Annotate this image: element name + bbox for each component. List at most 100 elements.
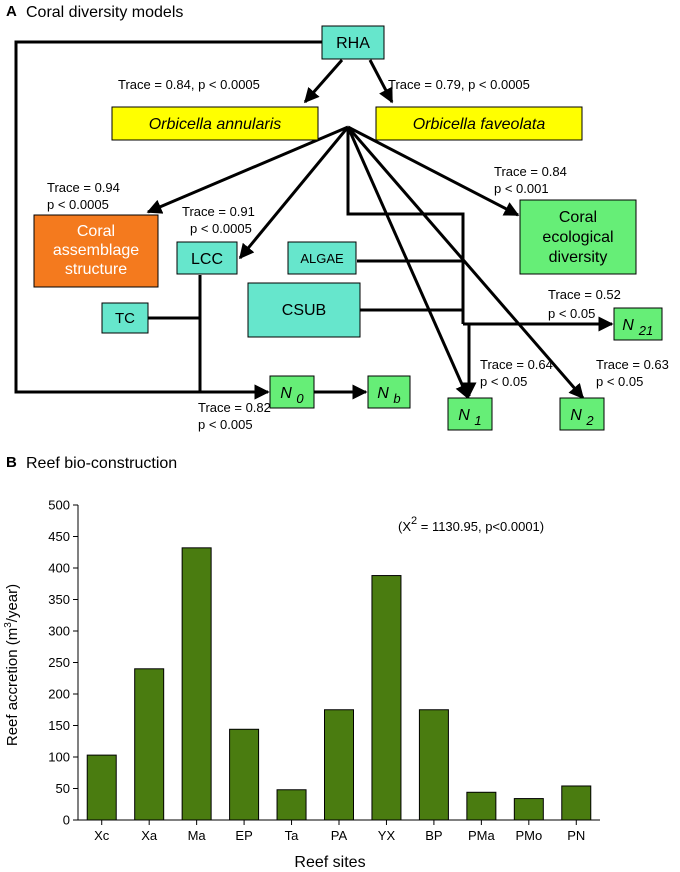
bar	[181, 547, 212, 821]
node-lcc[interactable]: LCC	[176, 241, 238, 275]
lcc-to-n0-arrow	[198, 275, 270, 400]
ylabel-sup: 3	[3, 622, 14, 628]
label-lcc-p: p < 0.0005	[190, 221, 252, 236]
bar	[418, 709, 449, 821]
node-tc[interactable]: TC	[101, 302, 149, 334]
label-n21-trace: Trace = 0.52	[548, 287, 621, 302]
bar	[324, 709, 354, 821]
label-n0-p: p < 0.005	[198, 417, 253, 432]
node-coral-assemblage-line1: Coral	[77, 223, 115, 240]
panel-a-title: Coral diversity models	[26, 4, 183, 21]
y-tick-label: 100	[48, 750, 70, 765]
x-tick-label: Xc	[94, 828, 110, 843]
node-coral-ecological-line2: ecological	[542, 229, 613, 246]
node-coral-assemblage[interactable]: Coral assemblage structure	[33, 214, 159, 288]
label-ecological-p: p < 0.001	[494, 181, 549, 196]
hub-to-lcc-arrow	[238, 126, 350, 260]
y-tick-label: 400	[48, 561, 70, 576]
label-n1-trace: Trace = 0.64	[480, 357, 553, 372]
bar	[561, 785, 592, 821]
annotation-sup: 2	[411, 515, 417, 527]
node-coral-ecological-line1: Coral	[559, 209, 597, 226]
annotation-post: = 1130.95, p<0.0001)	[417, 519, 544, 534]
x-tick-label: Ma	[188, 828, 207, 843]
label-rha-to-faveolata: Trace = 0.79, p < 0.0005	[388, 77, 530, 92]
bar	[371, 575, 402, 821]
label-n21-p: p < 0.05	[548, 306, 595, 321]
y-tick-label: 250	[48, 655, 70, 670]
bar	[86, 754, 117, 821]
y-tick-label: 0	[63, 813, 70, 828]
panel-a-letter: A	[6, 3, 17, 20]
node-lcc-label: LCC	[191, 251, 223, 268]
node-n1[interactable]: N 1	[447, 397, 493, 431]
node-nb[interactable]: N b	[367, 375, 411, 409]
y-tick-label: 150	[48, 718, 70, 733]
label-n0-trace: Trace = 0.82	[198, 400, 271, 415]
x-tick-label: PMo	[515, 828, 542, 843]
x-tick-label: EP	[235, 828, 252, 843]
chart-annotation: (X2 = 1130.95, p<0.0001)	[398, 515, 544, 534]
annotation-pre: (X	[398, 519, 411, 534]
y-tick-label: 200	[48, 687, 70, 702]
node-n21-base: N	[622, 317, 634, 334]
hub-to-assemblage-arrow	[146, 125, 349, 214]
label-lcc-trace: Trace = 0.91	[182, 204, 255, 219]
node-coral-ecological-line3: diversity	[549, 249, 608, 266]
bar	[134, 668, 165, 821]
y-tick-label: 50	[56, 781, 70, 796]
node-orbicella-faveolata-label: Orbicella faveolata	[413, 116, 546, 133]
x-tick-label: BP	[425, 828, 442, 843]
x-tick-label: PA	[331, 828, 348, 843]
node-n2-base: N	[570, 407, 582, 424]
node-nb-base: N	[377, 385, 389, 402]
node-rha[interactable]: RHA	[321, 25, 385, 60]
y-tick-label: 450	[48, 529, 70, 544]
path-labels: Trace = 0.84, p < 0.0005 Trace = 0.79, p…	[47, 77, 669, 432]
x-tick-label: YX	[378, 828, 396, 843]
y-tick-label: 300	[48, 624, 70, 639]
bar	[276, 789, 307, 821]
hub-to-n2-arrow	[346, 126, 585, 400]
x-tick-label: PMa	[468, 828, 496, 843]
node-algae-label: ALGAE	[300, 251, 344, 266]
node-nb-sub: b	[393, 391, 400, 406]
node-algae[interactable]: ALGAE	[287, 241, 357, 275]
label-assemblage-p: p < 0.0005	[47, 197, 109, 212]
node-n1-base: N	[458, 407, 470, 424]
node-orbicella-annularis-label: Orbicella annularis	[149, 116, 282, 133]
node-orbicella-faveolata[interactable]: Orbicella faveolata	[375, 106, 583, 141]
hub-vertical-branch	[346, 127, 465, 324]
ylabel-pre: Reef accretion (m	[4, 628, 21, 746]
ylabel-post: /year)	[4, 584, 21, 622]
y-tick-label: 500	[48, 498, 70, 513]
rha-to-annularis-arrow	[303, 59, 344, 104]
bar	[466, 791, 497, 821]
panel-b-title: Reef bio-construction	[26, 455, 177, 472]
node-orbicella-annularis[interactable]: Orbicella annularis	[111, 106, 319, 141]
label-n2-p: p < 0.05	[596, 374, 643, 389]
node-n0[interactable]: N 0	[269, 375, 315, 409]
node-rha-label: RHA	[336, 35, 370, 52]
panel-b-letter: B	[6, 454, 17, 471]
x-tick-label: Ta	[285, 828, 300, 843]
node-n0-sub: 0	[296, 391, 304, 406]
node-n2-sub: 2	[585, 413, 594, 428]
node-n21[interactable]: N 21	[613, 307, 663, 341]
label-assemblage-trace: Trace = 0.94	[47, 180, 120, 195]
node-tc-label: TC	[115, 310, 135, 327]
rha-to-n0-loop	[14, 40, 322, 400]
node-coral-ecological[interactable]: Coral ecological diversity	[519, 199, 637, 275]
x-tick-label: PN	[567, 828, 585, 843]
node-n21-sub: 21	[638, 323, 653, 338]
diagram-connectors	[14, 40, 614, 400]
node-n2[interactable]: N 2	[559, 397, 605, 431]
y-axis-label: Reef accretion (m3/year)	[3, 584, 21, 746]
rha-to-faveolata-arrow	[368, 59, 394, 104]
label-n1-p: p < 0.05	[480, 374, 527, 389]
node-csub[interactable]: CSUB	[247, 282, 361, 338]
bar	[513, 798, 544, 821]
node-coral-assemblage-line2: assemblage	[53, 242, 139, 259]
